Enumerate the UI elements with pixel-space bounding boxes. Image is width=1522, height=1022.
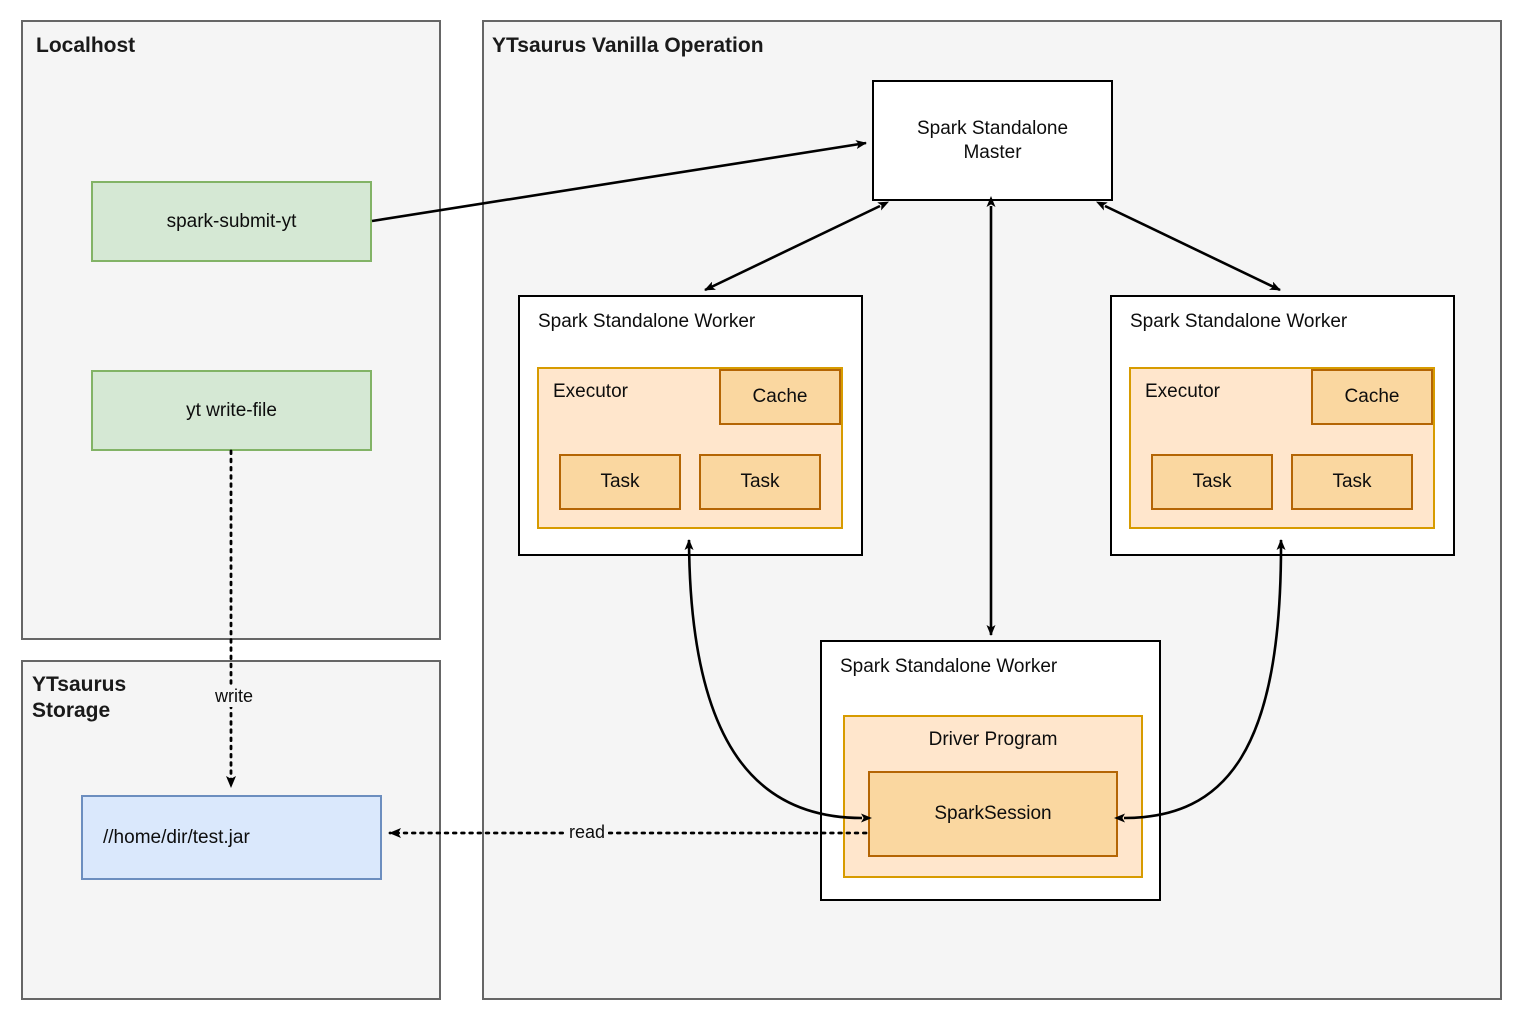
node-spark-submit-yt[interactable]: spark-submit-yt: [91, 181, 372, 262]
edge-label-write: write: [212, 686, 257, 707]
node-spark-standalone-master[interactable]: Spark Standalone Master: [872, 80, 1113, 201]
worker-left-cache[interactable]: Cache: [719, 369, 841, 425]
worker-left-title: Spark Standalone Worker: [538, 311, 756, 332]
worker-left-executor-label: Executor: [553, 381, 628, 402]
node-yt-write-file[interactable]: yt write-file: [91, 370, 372, 451]
node-spark-submit-yt-label: spark-submit-yt: [166, 210, 297, 232]
panel-localhost-title: Localhost: [36, 34, 136, 57]
worker-right-task-2[interactable]: Task: [1291, 454, 1413, 510]
worker-left-cache-label: Cache: [752, 386, 808, 407]
node-spark-standalone-master-label: Spark Standalone Master: [916, 117, 1069, 163]
node-jar-file-label: //home/dir/test.jar: [103, 826, 250, 848]
worker-right-task-1-label: Task: [1192, 471, 1232, 492]
worker-right-title: Spark Standalone Worker: [1130, 311, 1348, 332]
spark-session[interactable]: SparkSession: [868, 771, 1118, 857]
worker-right-task-1[interactable]: Task: [1151, 454, 1273, 510]
edge-label-read: read: [566, 822, 609, 843]
spark-session-label: SparkSession: [934, 803, 1052, 824]
panel-localhost: [21, 20, 441, 640]
node-jar-file[interactable]: //home/dir/test.jar: [81, 795, 382, 880]
node-yt-write-file-label: yt write-file: [186, 399, 277, 421]
worker-left-task-1[interactable]: Task: [559, 454, 681, 510]
driver-program-label: Driver Program: [928, 729, 1058, 750]
worker-left-task-1-label: Task: [600, 471, 640, 492]
worker-left-task-2-label: Task: [740, 471, 780, 492]
worker-right-cache[interactable]: Cache: [1311, 369, 1433, 425]
panel-ytsaurus-vanilla-operation-title: YTsaurus Vanilla Operation: [492, 34, 764, 57]
worker-right-cache-label: Cache: [1344, 386, 1400, 407]
worker-right-task-2-label: Task: [1332, 471, 1372, 492]
worker-driver-title: Spark Standalone Worker: [840, 656, 1058, 677]
worker-right-executor-label: Executor: [1145, 381, 1220, 402]
panel-ytsaurus-storage-title: YTsaurus Storage: [32, 673, 127, 722]
worker-left-task-2[interactable]: Task: [699, 454, 821, 510]
